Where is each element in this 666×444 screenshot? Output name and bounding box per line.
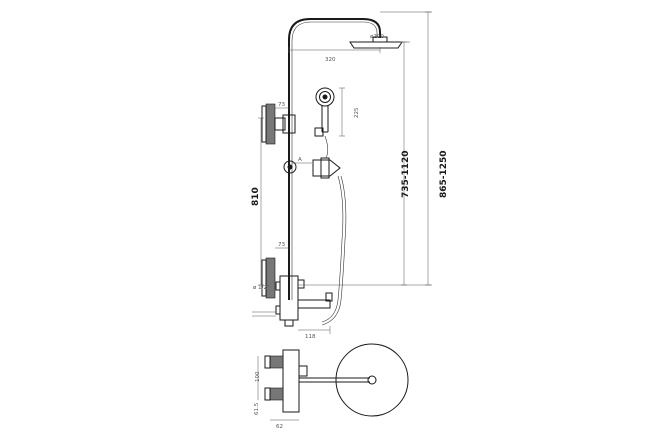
total-height-range-label: 865-1250 [439,150,449,198]
top-wall-bracket: 73 [261,102,296,145]
arm-reach-dimension: 320 [288,47,381,63]
hand-shower: 225 [314,87,360,159]
plan-offset-label: 62 [276,424,283,430]
rail-height-range-label: 735-1120 [401,150,411,198]
mixer-left-dims [252,311,276,317]
thermostatic-mixer: ø 1/2" [253,275,333,327]
slide-rail-dimension: 810 [251,117,264,286]
riser-pipe [288,18,381,300]
head-diameter-label: ø200 [370,34,384,40]
hose [321,175,344,323]
mixer-inlet-label: ø 1/2" [253,285,270,291]
slide-rail-length-label: 810 [251,187,261,206]
height-dimensions: 735-1120 865-1250 [298,11,449,286]
plan-view: 100 61.5 62 [254,343,409,430]
holder-a-label: A [298,157,302,163]
riser-pipe-inner [291,21,378,300]
rain-shower-head: ø200 [349,34,403,49]
elevation-view: ø200 320 73 [251,11,449,340]
top-bracket-offset-label: 73 [278,102,285,108]
bottom-wall-bracket: 73 [261,242,289,299]
handset-holder-a: A [292,157,341,179]
plan-height-label: 100 [255,371,261,382]
plan-inlet-label: 61.5 [254,402,260,415]
rain-head-plan [335,343,409,417]
bottom-bracket-offset-label: 73 [278,242,285,248]
arm-reach-label: 320 [325,57,336,63]
handset-drop-label: 225 [354,107,360,118]
spout-dimension: 118 [298,326,331,340]
spout-projection-label: 118 [305,334,316,340]
slide-holder [283,160,297,174]
